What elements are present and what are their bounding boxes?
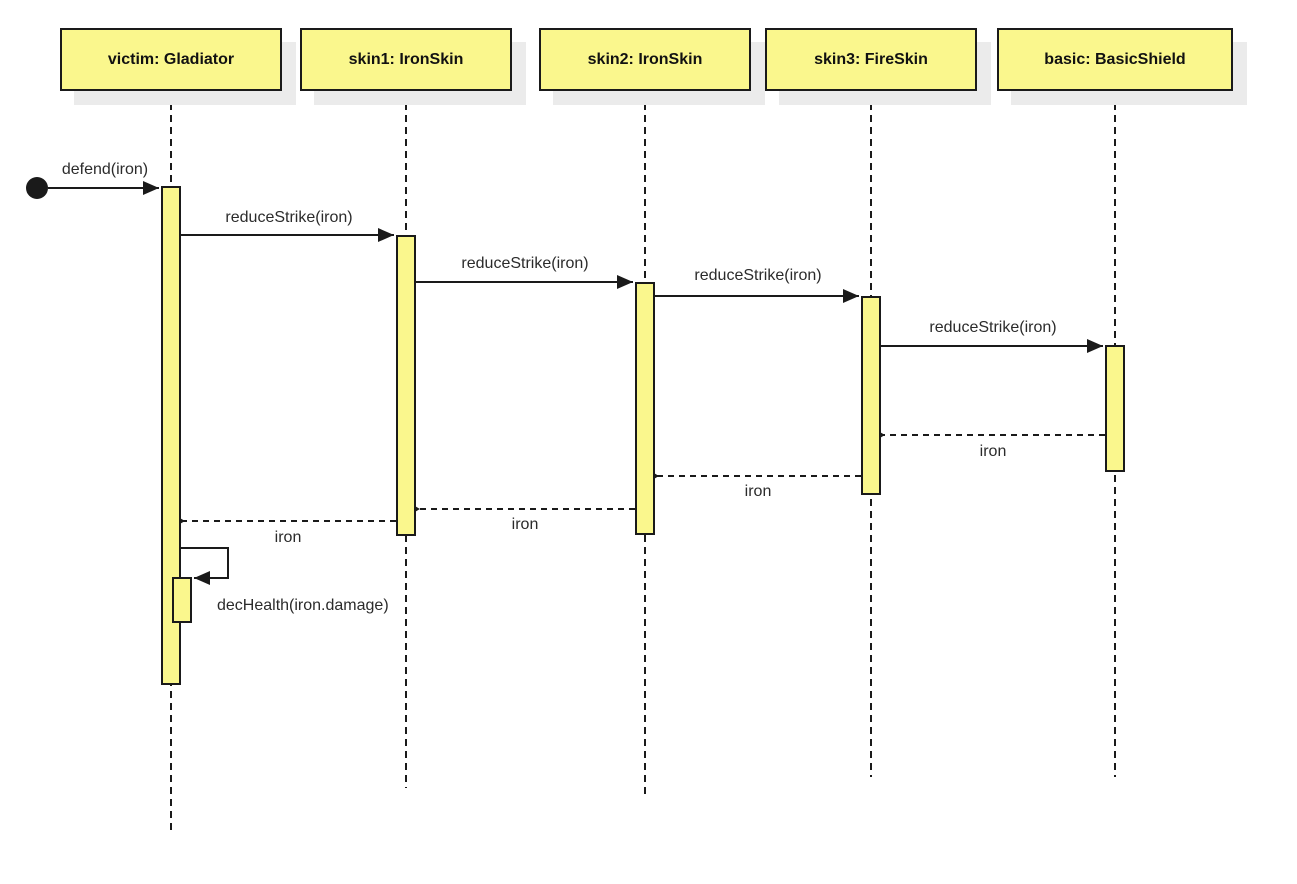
actor-head-skin1: skin1: IronSkin [300, 28, 512, 91]
activation-skin2 [635, 282, 655, 535]
actor-head-skin3: skin3: FireSkin [765, 28, 977, 91]
label-defend: defend(iron) [61, 161, 149, 178]
actor-head-basic: basic: BasicShield [997, 28, 1233, 91]
label-return-iron-4: iron [274, 529, 302, 546]
actor-head-skin2: skin2: IronSkin [539, 28, 751, 91]
actor-label-victim: victim: Gladiator [107, 50, 235, 68]
activation-skin3 [861, 296, 881, 495]
label-reduceStrike-2: reduceStrike(iron) [461, 255, 589, 272]
label-return-iron-3: iron [511, 516, 539, 533]
label-return-iron-2: iron [744, 483, 772, 500]
actor-label-skin3: skin3: FireSkin [814, 50, 928, 68]
activation-skin1 [396, 235, 416, 536]
arrow-self-decHealth [181, 547, 229, 585]
activation-basic [1105, 345, 1125, 472]
label-reduceStrike-4: reduceStrike(iron) [929, 319, 1057, 336]
activation-victim-nested [172, 577, 192, 623]
actor-head-victim: victim: Gladiator [60, 28, 282, 91]
actor-label-skin1: skin1: IronSkin [348, 50, 464, 68]
label-reduceStrike-3: reduceStrike(iron) [694, 267, 822, 284]
label-decHealth: decHealth(iron.damage) [217, 597, 389, 614]
activation-victim [161, 186, 181, 685]
label-return-iron-1: iron [979, 443, 1007, 460]
found-message-start-circle [26, 177, 48, 199]
actor-label-skin2: skin2: IronSkin [587, 50, 703, 68]
label-reduceStrike-1: reduceStrike(iron) [225, 209, 353, 226]
actor-label-basic: basic: BasicShield [1044, 50, 1186, 68]
